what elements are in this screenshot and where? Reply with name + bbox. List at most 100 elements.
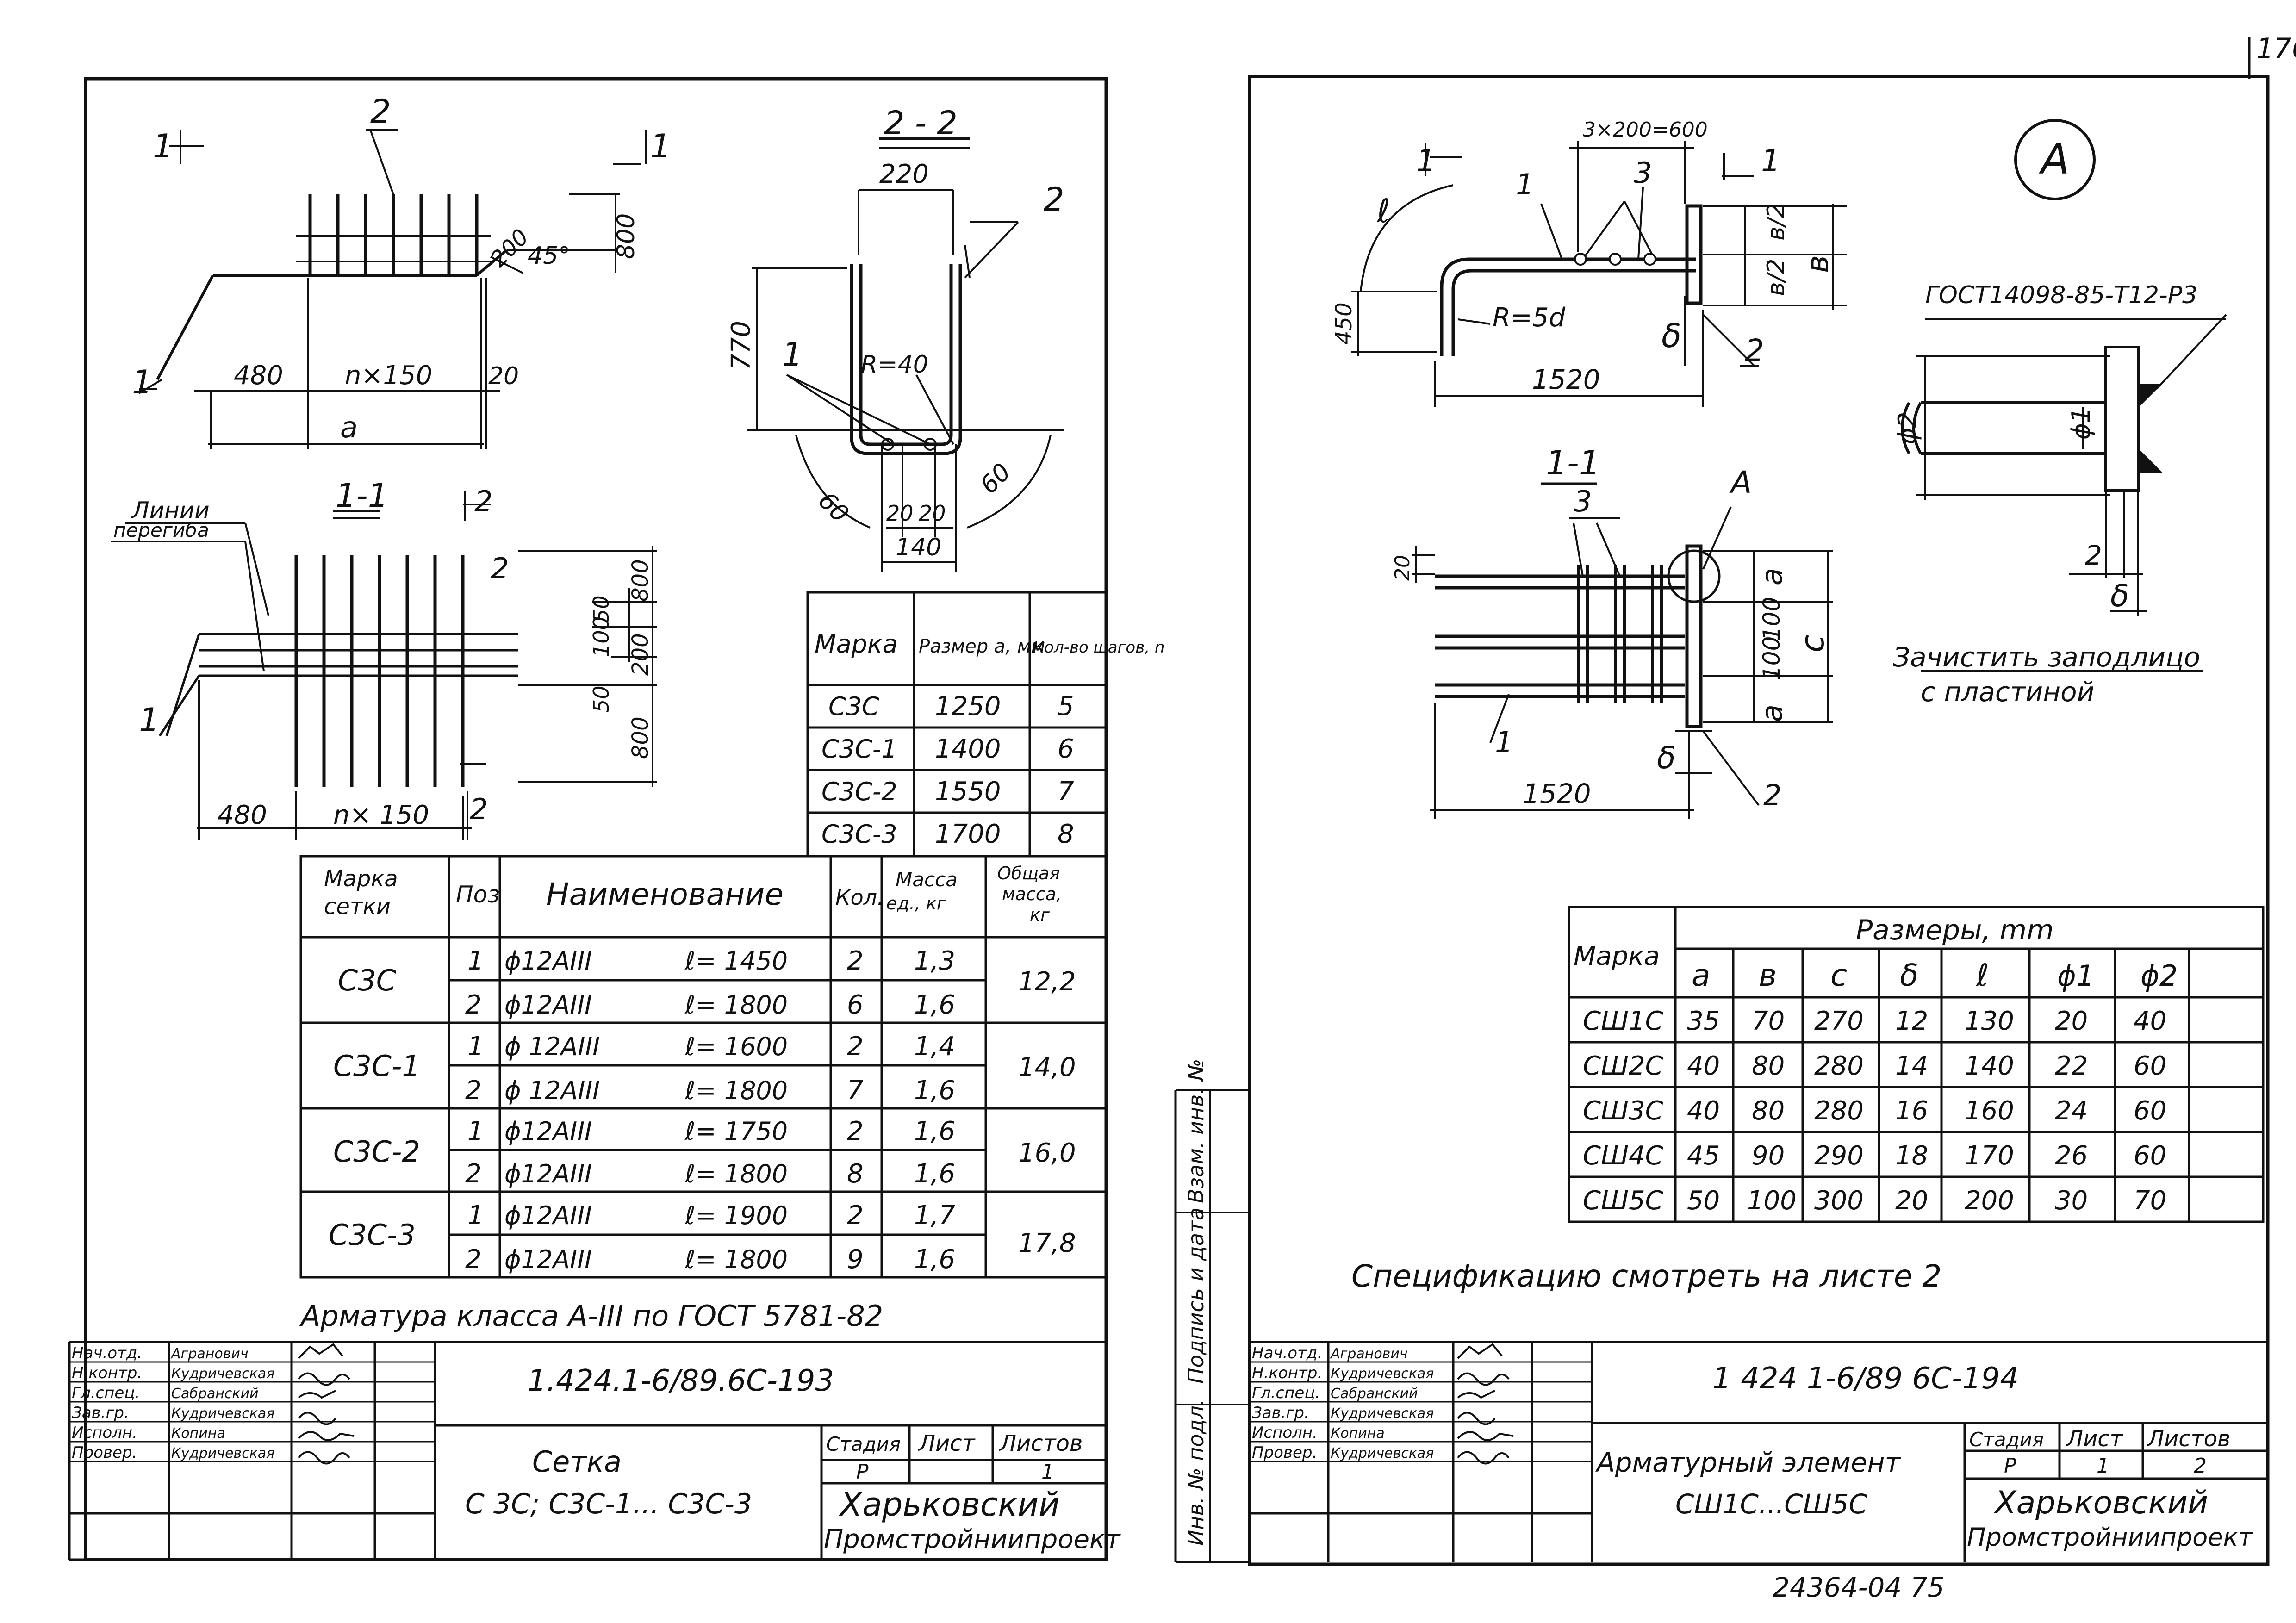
rtb-title-2: СШ1С...СШ5С bbox=[1675, 1488, 1868, 1520]
dims-cell: СШ4С bbox=[1583, 1141, 1663, 1171]
v22-dim-r40: R=40 bbox=[861, 351, 928, 379]
spec-mark: С3С-3 bbox=[329, 1218, 416, 1252]
dims-cell: 16 bbox=[1895, 1096, 1928, 1126]
rtb-name: Агранович bbox=[1330, 1346, 1408, 1362]
dims-cell: 270 bbox=[1814, 1006, 1864, 1036]
v22-dim-60-right: 60 bbox=[975, 458, 1016, 499]
size-cell: 1400 bbox=[935, 734, 1001, 764]
right-top-view: 1 1 1 3×200=600 3 ℓ в/2 в/2 в 450 R=5d δ… bbox=[1331, 118, 1847, 407]
rtb-org-2: Промстройниипроект bbox=[1967, 1523, 2253, 1552]
tb-title-2: С 3С; С3С-1... С3С-3 bbox=[465, 1488, 752, 1520]
size-row: С3С 1250 5 bbox=[828, 691, 1074, 721]
spec-mark: С3С bbox=[338, 964, 397, 997]
detail-a-2: 2 bbox=[2085, 540, 2102, 571]
spec-mark: С3С-2 bbox=[333, 1135, 420, 1169]
tb-name: Агранович bbox=[170, 1346, 249, 1362]
low-callout-1: 1 bbox=[139, 701, 160, 739]
rtb-title-1: Арматурный элемент bbox=[1595, 1447, 1902, 1478]
size-cell: С3С bbox=[828, 692, 879, 721]
rs-dim-c: c bbox=[1793, 635, 1831, 653]
spec-h-name: Наименование bbox=[546, 877, 784, 912]
dims-cell: 30 bbox=[2055, 1186, 2088, 1216]
right-title-block: Нач.отд. Н.контр. Гл.спец. Зав.гр. Испол… bbox=[1250, 1341, 2268, 1562]
spec-name: ϕ12AIII bbox=[504, 1159, 592, 1188]
dims-cell: 20 bbox=[2055, 1006, 2088, 1036]
size-cell: С3С-1 bbox=[821, 734, 897, 764]
dims-h: c bbox=[1830, 958, 1847, 993]
detail-a-phi1: ϕ1 bbox=[2066, 407, 2096, 440]
dims-row: СШ4С 45 90 290 18 170 26 60 bbox=[1583, 1141, 2166, 1171]
v22-dim-20a: 20 bbox=[886, 501, 914, 526]
spec-h-total-3: кг bbox=[1030, 905, 1050, 925]
tb-name: Кудричевская bbox=[171, 1405, 274, 1422]
dims-h: ϕ2 bbox=[2140, 959, 2178, 993]
spec-len: ℓ= 1900 bbox=[684, 1201, 788, 1230]
spec-mass: 1,6 bbox=[914, 1159, 955, 1189]
size-cell: С3С-3 bbox=[821, 820, 897, 849]
spec-pos: 1 bbox=[467, 1032, 484, 1062]
rt-dim-b: в bbox=[1800, 255, 1836, 273]
spec-len: ℓ= 1600 bbox=[684, 1032, 788, 1061]
v22-title: 2 - 2 bbox=[884, 104, 958, 142]
left-view-top: 1 1 2 1 200 45° 800 480 n×150 20 a bbox=[132, 93, 671, 449]
top-dim-nx150: n×150 bbox=[345, 361, 432, 391]
tb-org-1: Харьковский bbox=[838, 1486, 1060, 1524]
dims-cell: СШ1С bbox=[1583, 1006, 1663, 1036]
spec-qty: 9 bbox=[847, 1244, 864, 1275]
bottom-number: 24364-04 75 bbox=[1773, 1572, 1944, 1603]
low-bend-label-1: Линии bbox=[131, 497, 210, 524]
spec-name: ϕ 12AIII bbox=[504, 1032, 600, 1061]
spec-h-pos: Поз bbox=[456, 881, 500, 908]
size-h-a: Размер a, мм bbox=[919, 636, 1045, 657]
tb-stage: Р bbox=[856, 1460, 869, 1484]
spec-name: ϕ 12AIII bbox=[504, 1076, 600, 1105]
tb-role: Провер. bbox=[72, 1443, 137, 1462]
spec-qty: 2 bbox=[847, 1032, 864, 1062]
spec-len: ℓ= 1750 bbox=[684, 1117, 788, 1146]
rt-callout-1-bar: 1 bbox=[1516, 168, 1534, 201]
spec-h-qty: Кол. bbox=[835, 885, 884, 910]
dims-cell: 170 bbox=[1965, 1141, 2014, 1171]
left-view-2-2: 2 - 2 220 2 770 1 R=40 60 60 20 20 140 bbox=[726, 104, 1064, 572]
top-dim-200: 200 bbox=[485, 224, 534, 272]
dims-cell: 60 bbox=[2134, 1141, 2166, 1171]
low-callout-2a: 2 bbox=[474, 485, 492, 518]
dims-h: δ bbox=[1900, 958, 1918, 993]
v22-dim-220: 220 bbox=[879, 159, 929, 189]
rtb-sheets-label: Листов bbox=[2147, 1426, 2230, 1452]
v22-dim-60-left: 60 bbox=[813, 487, 854, 528]
spec-mass: 1,6 bbox=[914, 1076, 955, 1106]
dims-cell: 100 bbox=[1747, 1186, 1797, 1216]
right-sheet-frame bbox=[1174, 75, 2270, 1566]
rtb-name: Кудричевская bbox=[1331, 1366, 1434, 1382]
detail-a: A ГОСТ14098-85-Т12-Р3 ϕ2 ϕ1 2 δ Зачистит… bbox=[1893, 119, 2227, 708]
side-stamp-sign: Подпись и дата bbox=[1183, 1207, 1208, 1384]
size-cell: 5 bbox=[1058, 691, 1074, 721]
tb-role: Нач.отд. bbox=[72, 1344, 142, 1362]
rt-callout-2: 2 bbox=[1745, 333, 1764, 368]
dims-cell: 200 bbox=[1965, 1186, 2014, 1216]
top-dim-45: 45° bbox=[528, 242, 570, 270]
spec-len: ℓ= 1800 bbox=[684, 1159, 788, 1188]
detail-a-gost: ГОСТ14098-85-Т12-Р3 bbox=[1925, 281, 2197, 309]
spec-qty: 2 bbox=[847, 1116, 864, 1146]
spec-name: ϕ12AIII bbox=[504, 1245, 592, 1274]
v22-dim-20b: 20 bbox=[919, 501, 946, 526]
rt-dim-delta: δ bbox=[1661, 317, 1681, 355]
mesh-bars-top bbox=[308, 194, 479, 275]
detail-a-delta: δ bbox=[2110, 578, 2129, 614]
rs-dim-100a: 100 bbox=[1758, 597, 1785, 641]
spec-name: ϕ12AIII bbox=[504, 1117, 592, 1146]
detail-a-note-1: Зачистить заподлицо bbox=[1893, 641, 2200, 673]
rtb-sheets: 2 bbox=[2194, 1454, 2207, 1478]
rtb-sheet: 1 bbox=[2097, 1454, 2109, 1478]
dims-h: a bbox=[1692, 958, 1710, 993]
rt-dim-1520: 1520 bbox=[1532, 364, 1600, 395]
spec-h-total-1: Общая bbox=[997, 863, 1060, 883]
v22-dim-140: 140 bbox=[896, 534, 941, 561]
dims-row: СШ2С 40 80 280 14 140 22 60 bbox=[1583, 1051, 2166, 1081]
rt-callout-1a: 1 bbox=[1416, 143, 1436, 179]
dims-cell: 300 bbox=[1814, 1186, 1864, 1216]
rtb-stage: Р bbox=[2004, 1454, 2016, 1478]
dims-cell: 24 bbox=[2055, 1096, 2088, 1126]
